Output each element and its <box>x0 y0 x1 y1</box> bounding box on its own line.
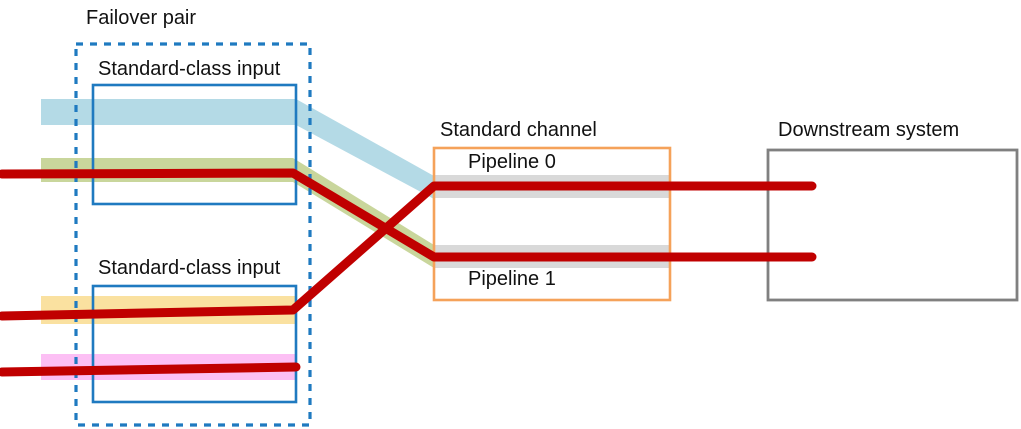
flow-line-bottom-row-2 <box>0 362 301 377</box>
flow-line-top-to-pipeline-1 <box>0 168 817 262</box>
downstream-system-label: Downstream system <box>778 119 960 141</box>
downstream-system-box <box>766 148 1019 302</box>
flow-line-bottom-to-pipeline-0 <box>0 181 817 321</box>
standard-channel-box <box>432 146 672 302</box>
standard-class-input-top-label: Standard-class input <box>98 58 281 80</box>
failover-pair-label: Failover pair <box>86 7 197 29</box>
green-band <box>41 158 434 268</box>
pipeline-0-label: Pipeline 0 <box>468 151 556 173</box>
standard-class-input-bottom-label: Standard-class input <box>98 257 281 279</box>
failover-pair-group-box <box>74 42 312 427</box>
standard-class-input-top-box <box>91 83 298 206</box>
standard-class-input-bottom-box <box>91 284 298 404</box>
pipeline-1-label: Pipeline 1 <box>468 268 556 290</box>
blue-band <box>41 99 434 199</box>
standard-channel-label: Standard channel <box>440 119 597 141</box>
flow-line-layer <box>0 168 817 377</box>
